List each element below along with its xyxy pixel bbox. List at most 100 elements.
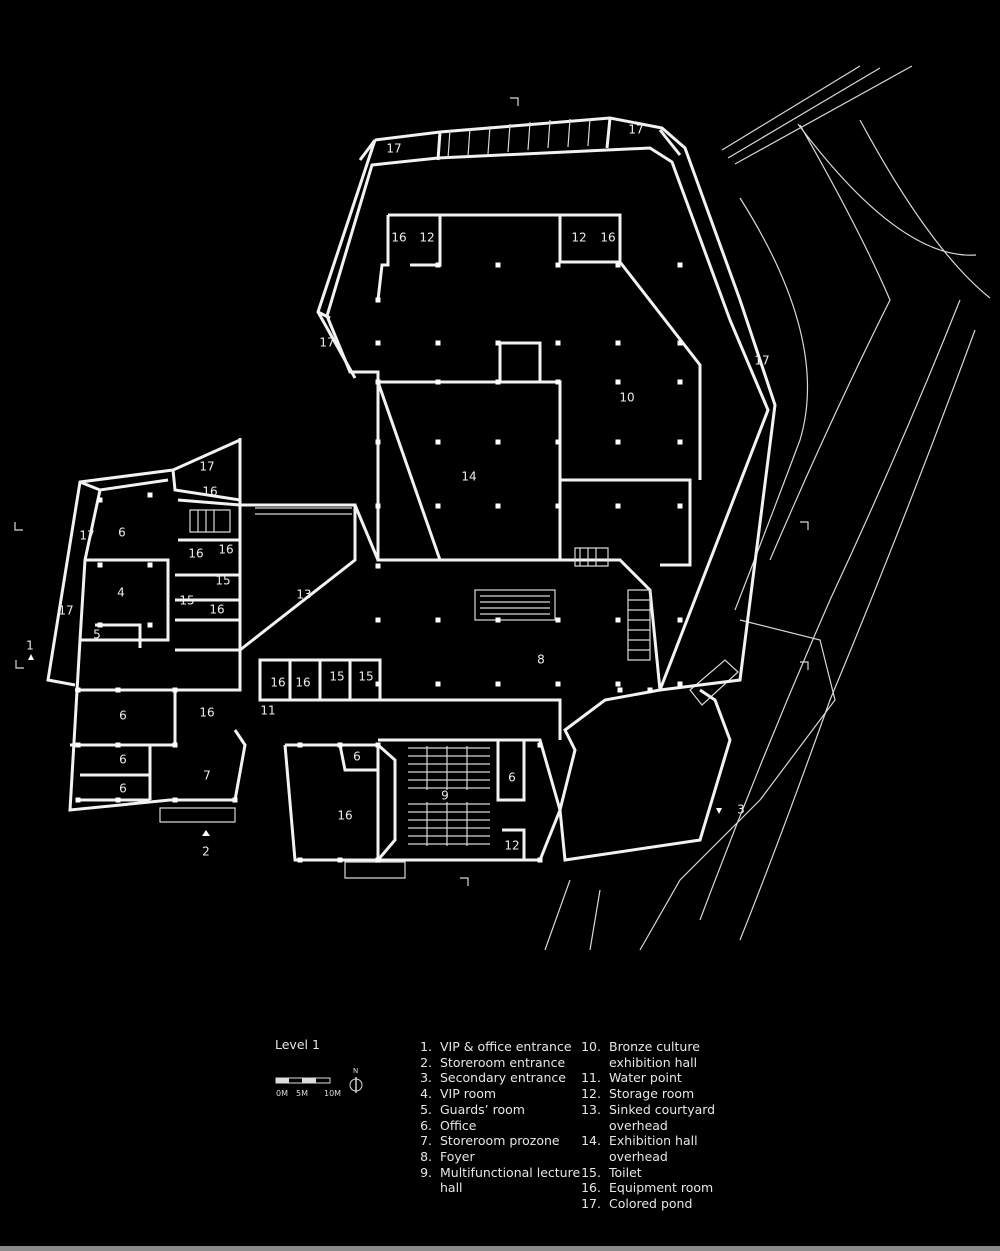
- column-mark: [677, 681, 683, 687]
- plan-label: 12: [419, 231, 434, 245]
- legend-column-1: 1.VIP & office entrance 2.Storeroom entr…: [412, 1039, 580, 1196]
- column-mark: [537, 857, 543, 863]
- plan-label: 16: [270, 676, 285, 690]
- plan-label: 2: [202, 845, 210, 859]
- column-mark: [75, 797, 81, 803]
- column-mark: [375, 742, 381, 748]
- north-label: N: [353, 1068, 358, 1075]
- column-mark: [555, 340, 561, 346]
- column-mark: [495, 262, 501, 268]
- legend-item: 12.Storage room: [581, 1086, 695, 1102]
- plan-label: 1: [26, 639, 34, 653]
- column-mark: [495, 379, 501, 385]
- column-mark: [75, 742, 81, 748]
- legend-column-2: 10.Bronze culture exhibition hall 11.Wat…: [581, 1039, 715, 1212]
- plan-label: 17: [628, 123, 643, 137]
- column-mark: [615, 503, 621, 509]
- column-mark: [537, 742, 543, 748]
- column-mark: [337, 857, 343, 863]
- legend-item: 13.Sinked courtyard: [581, 1101, 716, 1117]
- column-mark: [115, 687, 121, 693]
- column-mark: [555, 439, 561, 445]
- column-mark: [555, 681, 561, 687]
- column-mark: [375, 297, 381, 303]
- column-mark: [375, 340, 381, 346]
- plan-label: 17: [58, 604, 73, 618]
- legend-item: 5.Guards’ room: [420, 1101, 525, 1117]
- legend-item: 6.Office: [420, 1117, 477, 1133]
- legend-item: 17.Colored pond: [581, 1196, 693, 1212]
- entrance-markers: [14, 97, 809, 886]
- column-mark: [172, 742, 178, 748]
- plan-label: 8: [537, 653, 545, 667]
- plan-label: 7: [203, 769, 211, 783]
- column-mark: [375, 857, 381, 863]
- legend-item: 16.Equipment room: [581, 1180, 714, 1196]
- column-mark: [297, 742, 303, 748]
- plan-label: 15: [358, 670, 373, 684]
- legend-item: hall: [440, 1180, 463, 1196]
- plan-label: 16: [188, 547, 203, 561]
- column-mark: [555, 262, 561, 268]
- legend-item: 7.Storeroom prozone: [420, 1133, 560, 1149]
- plan-label: 4: [117, 586, 125, 600]
- column-mark: [435, 439, 441, 445]
- column-mark: [495, 340, 501, 346]
- legend-item: 2.Storeroom entrance: [420, 1054, 566, 1070]
- plan-label: 16: [337, 809, 352, 823]
- plan-label: 9: [441, 789, 449, 803]
- column-mark: [495, 439, 501, 445]
- column-mark: [495, 503, 501, 509]
- bottom-border: [0, 1246, 1000, 1251]
- floor-plan: 17 17 16 12 12 16 17 17 10 14 17 16 17 6…: [14, 65, 991, 951]
- column-mark: [435, 503, 441, 509]
- plan-label: 16: [391, 231, 406, 245]
- column-mark: [435, 617, 441, 623]
- column-mark: [435, 262, 441, 268]
- plan-label: 10: [619, 391, 634, 405]
- column-mark: [615, 681, 621, 687]
- column-mark: [495, 681, 501, 687]
- plan-label: 17: [319, 336, 334, 350]
- plan-label: 17: [79, 529, 94, 543]
- column-mark: [375, 503, 381, 509]
- plan-label: 16: [199, 706, 214, 720]
- legend-item: overhead: [609, 1148, 668, 1164]
- room-labels: 17 17 16 12 12 16 17 17 10 14 17 16 17 6…: [26, 123, 769, 859]
- column-mark: [172, 797, 178, 803]
- column-mark: [495, 617, 501, 623]
- column-mark: [615, 439, 621, 445]
- column-mark: [232, 797, 238, 803]
- column-mark: [435, 379, 441, 385]
- legend-item: 3.Secondary entrance: [420, 1070, 566, 1086]
- column-mark: [297, 857, 303, 863]
- column-mark: [97, 562, 103, 568]
- column-mark: [147, 622, 153, 628]
- column-mark: [677, 503, 683, 509]
- plan-label: 6: [353, 750, 361, 764]
- column-mark: [555, 503, 561, 509]
- plan-label: 6: [118, 526, 126, 540]
- column-mark: [375, 439, 381, 445]
- plan-label: 14: [461, 470, 476, 484]
- legend-item: 11.Water point: [581, 1070, 682, 1086]
- legend-item: 14.Exhibition hall: [581, 1133, 698, 1149]
- legend-item: 15.Toilet: [581, 1164, 642, 1180]
- plan-label: 15: [329, 670, 344, 684]
- plan-label: 6: [119, 709, 127, 723]
- column-mark: [97, 622, 103, 628]
- legend-item: 1.VIP & office entrance: [420, 1039, 572, 1054]
- legend-item: 9.Multifunctional lecture: [420, 1164, 581, 1180]
- column-mark: [677, 379, 683, 385]
- plan-label: 6: [119, 753, 127, 767]
- column-mark: [97, 497, 103, 503]
- plan-label: 17: [386, 142, 401, 156]
- plan-label: 16: [295, 676, 310, 690]
- level-title: Level 1: [275, 1037, 320, 1052]
- plan-label: 6: [508, 771, 516, 785]
- column-mark: [147, 562, 153, 568]
- column-mark: [115, 797, 121, 803]
- plan-label: 11: [260, 704, 275, 718]
- legend-item: overhead: [609, 1117, 668, 1133]
- scale-label-0: 0M: [276, 1089, 288, 1098]
